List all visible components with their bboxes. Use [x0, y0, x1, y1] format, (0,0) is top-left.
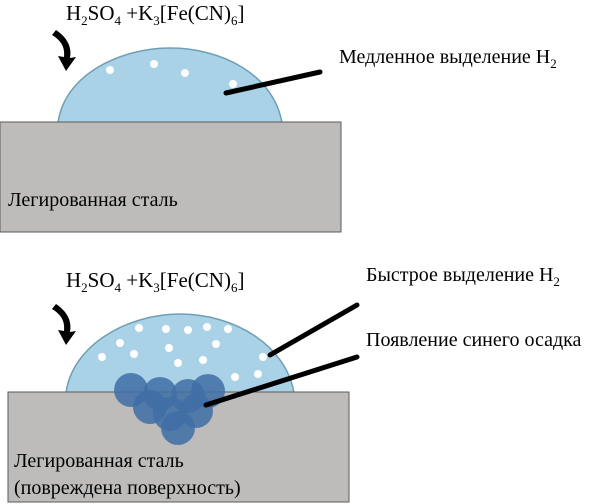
formula-bottom: H2SO4 +K3[Fe(CN)6] [66, 268, 244, 295]
pointer-slow-h2 [223, 69, 323, 96]
pointer-blue-precipitate [203, 354, 360, 408]
bubble [229, 80, 237, 88]
callout-blue-precipitate: Появление синего осадка [366, 329, 582, 351]
bubble [231, 373, 239, 381]
curved-arrow-bottom-icon [52, 304, 76, 345]
steel-label-top: Легированная сталь [8, 189, 178, 211]
bubble [212, 340, 220, 348]
steel-plate-top [0, 121, 342, 233]
bubble [184, 326, 192, 334]
bubble [203, 323, 211, 331]
bubble [98, 353, 106, 361]
bubbles-top [106, 60, 237, 88]
steel-label-bottom-line2: (повреждена поверхность) [14, 477, 241, 499]
bubble [199, 356, 207, 364]
bubble [181, 69, 189, 77]
bubble [130, 350, 138, 358]
bubble [116, 339, 124, 347]
callout-slow-h2: Медленное выделение H2 [339, 46, 557, 71]
panel-bottom: H2SO4 +K3[Fe(CN)6] Быстрое выделение H2 … [7, 264, 582, 503]
bubble [165, 344, 173, 352]
bubble [254, 370, 262, 378]
curved-arrow-top-icon [52, 30, 76, 71]
callout-fast-h2: Быстрое выделение H2 [366, 264, 560, 289]
bubble [224, 325, 232, 333]
droplet-bottom [65, 313, 295, 394]
formula-top: H2SO4 +K3[Fe(CN)6] [66, 1, 244, 28]
bubble [162, 325, 170, 333]
bubble [259, 353, 267, 361]
bubble [135, 324, 143, 332]
bubble [106, 66, 114, 74]
bubble [174, 359, 182, 367]
panel-top: H2SO4 +K3[Fe(CN)6] Медленное выделение H… [0, 1, 557, 233]
droplet-top [57, 47, 283, 124]
precipitate-blob [161, 411, 195, 445]
bubble [150, 60, 158, 68]
pointer-fast-h2 [267, 302, 360, 358]
steel-label-bottom-line1: Легированная сталь [14, 450, 184, 472]
bubbles-bottom [98, 323, 267, 381]
